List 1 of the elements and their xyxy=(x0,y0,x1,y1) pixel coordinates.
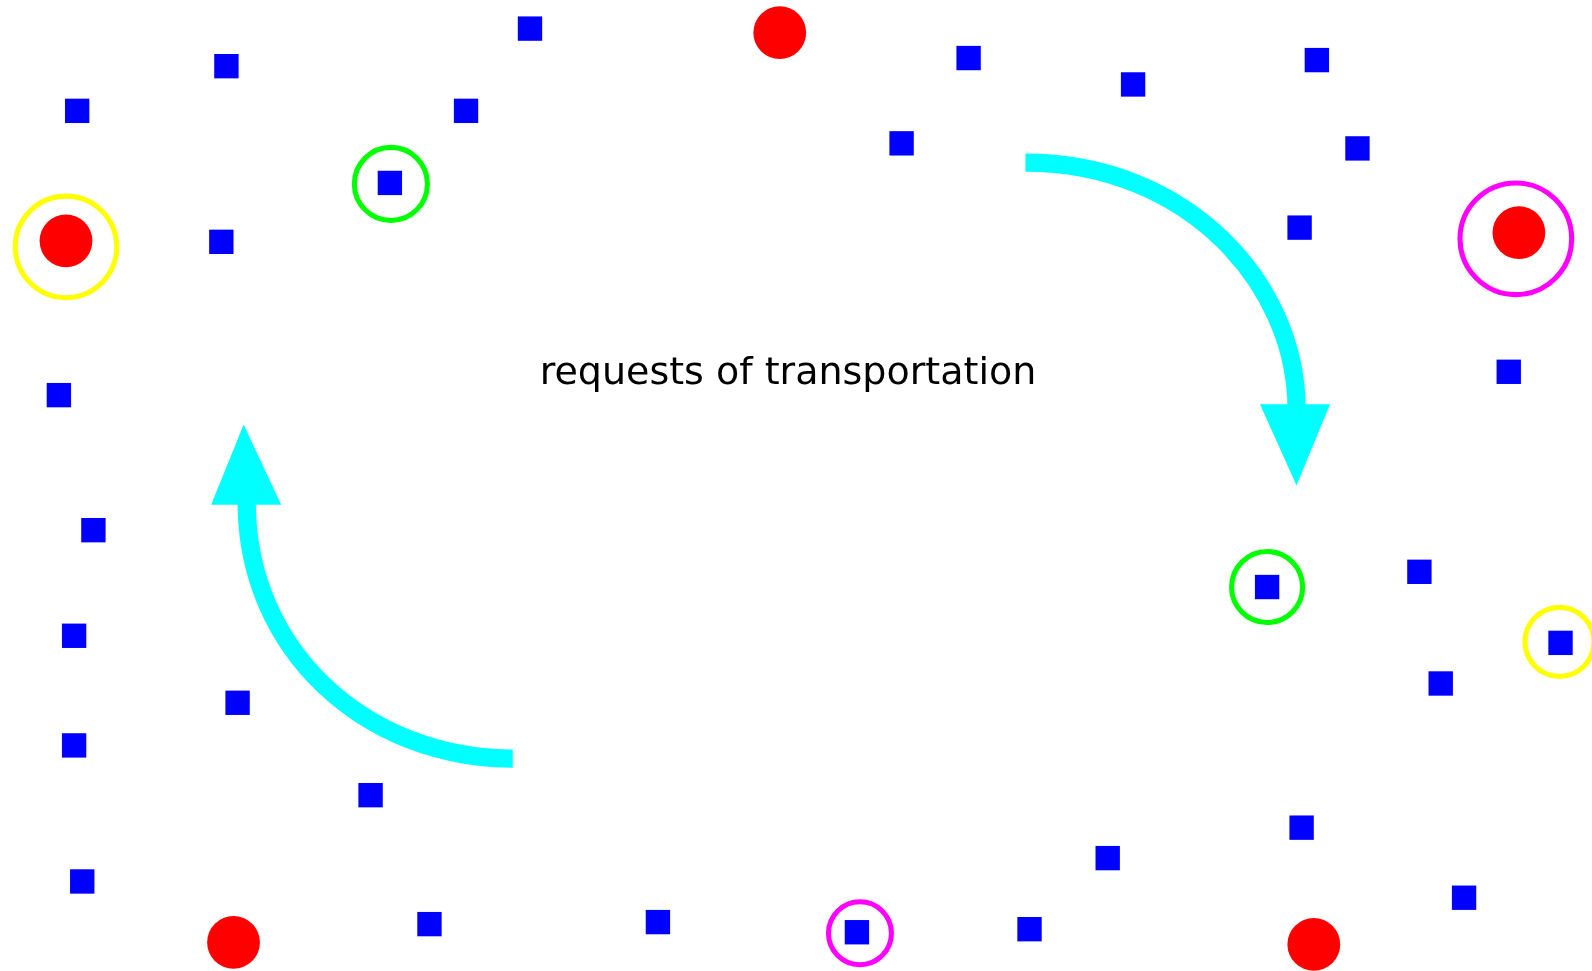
diagram-label: requests of transportation xyxy=(539,349,1037,393)
